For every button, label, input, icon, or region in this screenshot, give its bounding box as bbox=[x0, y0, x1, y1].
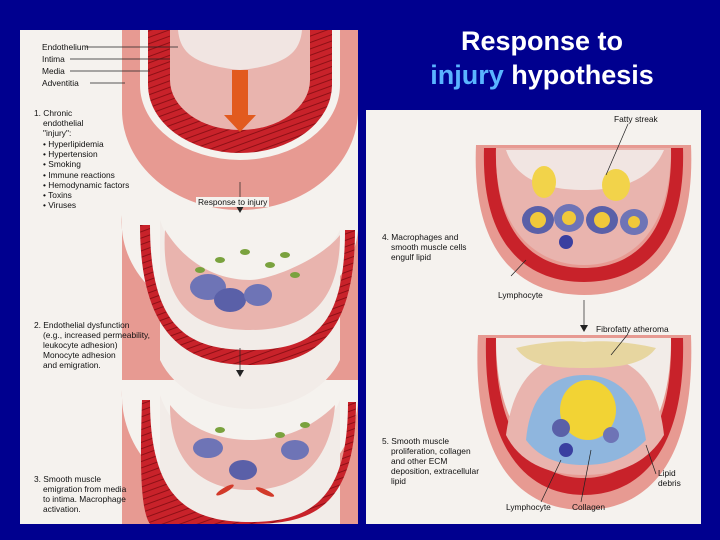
label-adventitia: Adventitia bbox=[42, 78, 79, 88]
title-injury-word: injury bbox=[430, 60, 504, 90]
step1-heading: 1. Chronic endothelial "injury": bbox=[34, 108, 84, 138]
title-line-1: Response to bbox=[372, 24, 712, 58]
right-diagram-panel: Fatty streak 4. Macrophages and smooth m… bbox=[366, 110, 701, 524]
step4-text: 4. Macrophages and smooth muscle cells e… bbox=[382, 232, 466, 262]
label-endothelium: Endothelium bbox=[42, 42, 89, 52]
list-item: Hyperlipidemia bbox=[43, 139, 129, 149]
left-diagram-panel: Endothelium Intima Media Adventitia 1. C… bbox=[20, 30, 358, 524]
list-item: Hypertension bbox=[43, 149, 129, 159]
step5-text: 5. Smooth muscle proliferation, collagen… bbox=[382, 436, 479, 486]
left-artery-illustration bbox=[20, 30, 358, 524]
label-media: Media bbox=[42, 66, 65, 76]
list-item: Viruses bbox=[43, 200, 129, 210]
list-item: Smoking bbox=[43, 159, 129, 169]
lipid-debris-label: Lipid debris bbox=[658, 468, 681, 488]
response-to-injury-label: Response to injury bbox=[196, 197, 269, 207]
step3-text: 3. Smooth muscle emigration from media t… bbox=[34, 474, 126, 514]
artery-stage-2 bbox=[122, 215, 358, 409]
list-item: Hemodynamic factors bbox=[43, 180, 129, 190]
flow-arrow-3 bbox=[580, 325, 588, 332]
lymphocyte-label-2: Lymphocyte bbox=[506, 502, 551, 512]
fibrofatty-atheroma-label: Fibrofatty atheroma bbox=[596, 324, 669, 334]
title-line-2: injury hypothesis bbox=[372, 58, 712, 92]
lymphocyte-label-1: Lymphocyte bbox=[498, 290, 543, 300]
artery-stage-3 bbox=[122, 390, 358, 524]
step2-text: 2. Endothelial dysfunction (e.g., increa… bbox=[34, 320, 150, 370]
slide-title: Response to injury hypothesis bbox=[372, 24, 712, 92]
collagen-label: Collagen bbox=[572, 502, 605, 512]
list-item: Toxins bbox=[43, 190, 129, 200]
step1-injury-list: Hyperlipidemia Hypertension Smoking Immu… bbox=[43, 139, 129, 210]
list-item: Immune reactions bbox=[43, 170, 129, 180]
label-intima: Intima bbox=[42, 54, 65, 64]
title-hypothesis-word: hypothesis bbox=[511, 60, 654, 90]
artery-stage-4 bbox=[476, 145, 692, 295]
fatty-streak-label: Fatty streak bbox=[614, 114, 658, 124]
